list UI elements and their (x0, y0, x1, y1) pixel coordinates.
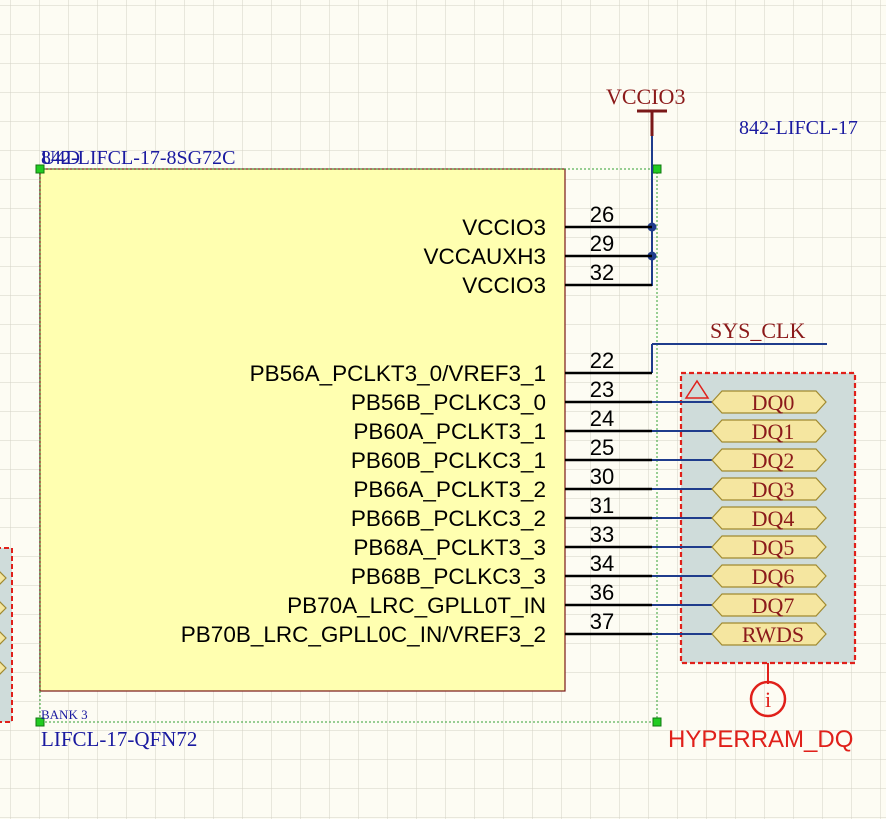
harness-entry-port[interactable] (711, 564, 827, 588)
signal-pin-name: PB56A_PCLKT3_0/VREF3_1 (250, 361, 546, 386)
component-part-number[interactable]: 842-LIFCL-17-8SG72C (41, 147, 235, 169)
harness-entry-port[interactable] (711, 622, 827, 646)
power-pin-number: 32 (590, 260, 614, 285)
harness-entry-port[interactable] (711, 535, 827, 559)
harness-entry-label: DQ4 (752, 506, 795, 531)
signal-pin-number: 30 (590, 464, 614, 489)
info-icon[interactable] (749, 680, 787, 718)
selection-handle[interactable] (35, 164, 45, 174)
component-body[interactable] (39, 168, 566, 692)
power-pin-name: VCCAUXH3 (423, 244, 546, 269)
sys-clk-net-label[interactable]: SYS_CLK (710, 318, 805, 343)
signal-pin-number: 36 (590, 580, 614, 605)
harness-entry-label: DQ1 (752, 419, 795, 444)
harness-entry-port[interactable] (711, 390, 827, 414)
harness-entry-port[interactable] (711, 593, 827, 617)
harness-entry-label: DQ2 (752, 448, 795, 473)
signal-pin-name: PB60A_PCLKT3_1 (353, 419, 546, 444)
harness-entry-port[interactable] (711, 506, 827, 530)
power-pin-name: VCCIO3 (462, 215, 546, 240)
power-port-label: VCCIO3 (606, 84, 685, 109)
harness-entry-port[interactable] (711, 477, 827, 501)
component-footprint[interactable]: LIFCL-17-QFN72 (41, 727, 197, 751)
left-partial-harness (0, 547, 13, 723)
signal-pin-name: PB66B_PCLKC3_2 (351, 506, 546, 531)
selection-handle[interactable] (652, 717, 662, 727)
harness-name[interactable]: HYPERRAM_DQ (668, 726, 853, 753)
harness-entry-label: RWDS (742, 622, 804, 647)
signal-pin-number: 34 (590, 551, 614, 576)
selection-handle[interactable] (652, 164, 662, 174)
power-pin-name: VCCIO3 (462, 273, 546, 298)
signal-pin-name: PB68B_PCLKC3_3 (351, 564, 546, 589)
component-part-number-right[interactable]: 842-LIFCL-17 (739, 117, 858, 139)
signal-pin-number: 25 (590, 435, 614, 460)
bank-label: BANK 3 (41, 707, 88, 722)
power-pin-number: 26 (590, 202, 614, 227)
warning-icon (684, 379, 710, 399)
harness-entry-port[interactable] (711, 448, 827, 472)
harness-entry-label: DQ6 (752, 564, 795, 589)
signal-pin-name: PB70A_LRC_GPLL0T_IN (287, 593, 546, 618)
signal-pin-name: PB56B_PCLKC3_0 (351, 390, 546, 415)
harness-entry-label: DQ5 (752, 535, 795, 560)
signal-pin-number: 22 (590, 348, 614, 373)
power-port-vccio3[interactable] (637, 109, 667, 136)
signal-pin-name: PB68A_PCLKT3_3 (353, 535, 546, 560)
harness-entry-label: DQ3 (752, 477, 795, 502)
signal-pin-name: PB60B_PCLKC3_1 (351, 448, 546, 473)
signal-pin-number: 23 (590, 377, 614, 402)
signal-pin-number: 33 (590, 522, 614, 547)
harness-entry-label: DQ0 (752, 390, 795, 415)
signal-pin-name: PB70B_LRC_GPLL0C_IN/VREF3_2 (181, 622, 546, 647)
selection-handle[interactable] (35, 717, 45, 727)
harness-entry-label: DQ7 (752, 593, 795, 618)
harness-entry-port[interactable] (711, 419, 827, 443)
power-pin-number: 29 (590, 231, 614, 256)
info-icon-glyph: i (765, 687, 771, 712)
selection-outline (39, 168, 658, 723)
component-designator[interactable]: U4D (41, 147, 80, 169)
signal-pin-number: 31 (590, 493, 614, 518)
signal-pin-number: 24 (590, 406, 614, 431)
signal-pin-number: 37 (590, 609, 614, 634)
signal-pin-name: PB66A_PCLKT3_2 (353, 477, 546, 502)
